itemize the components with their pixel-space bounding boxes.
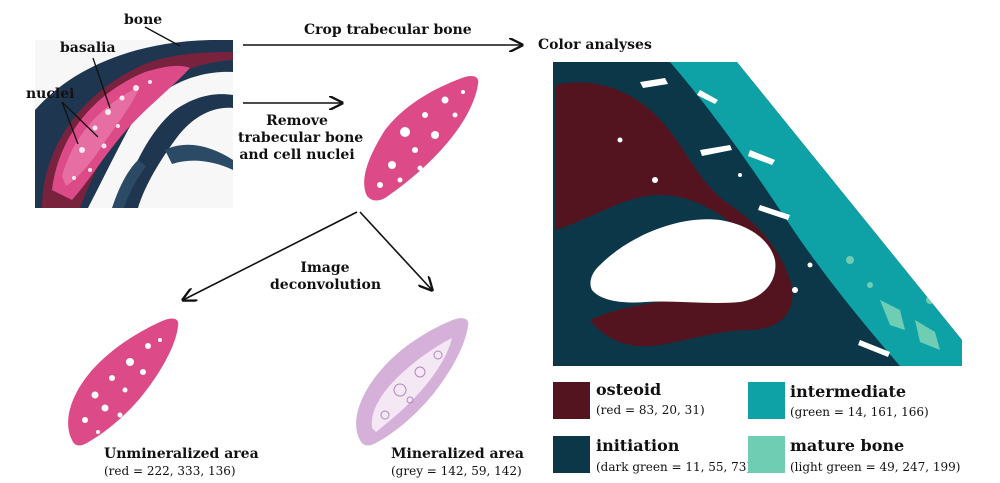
legend-swatch-osteoid (553, 382, 590, 419)
legend-value-mature-bone: (light green = 49, 247, 199) (790, 460, 961, 474)
label-deconvolution: Image deconvolution (270, 260, 382, 293)
isolated-cartilage (364, 76, 479, 201)
label-leaders (61, 26, 181, 145)
legend-swatch-intermediate (748, 382, 785, 419)
legend-name-initiation: initiation (596, 436, 680, 455)
label-mineralized-value: (grey = 142, 59, 142) (391, 464, 522, 478)
label-basalia: basalia (60, 40, 116, 56)
label-crop: Crop trabecular bone (304, 22, 472, 38)
label-unmineralized: Unmineralized area (104, 446, 259, 462)
label-remove: Remove trabecular bone and cell nuclei (238, 113, 364, 163)
legend-value-osteoid: (red = 83, 20, 31) (596, 403, 705, 417)
legend-value-intermediate: (green = 14, 161, 166) (790, 405, 929, 419)
label-color-analyses: Color analyses (538, 37, 652, 53)
label-unmineralized-value: (red = 222, 333, 136) (104, 464, 236, 478)
legend-swatch-mature-bone (748, 436, 785, 473)
histology-photo (35, 40, 233, 208)
color-analysis-map (553, 62, 962, 366)
unmineralized-image (68, 318, 179, 446)
legend-name-osteoid: osteoid (596, 380, 662, 399)
arrow-to-unmineralized (183, 211, 358, 300)
legend-value-initiation: (dark green = 11, 55, 73) (596, 460, 752, 474)
mineralized-image (356, 318, 469, 446)
flow-arrows (183, 45, 522, 300)
legend-name-mature-bone: mature bone (790, 436, 905, 455)
label-mineralized: Mineralized area (391, 446, 524, 462)
label-nuclei: nuclei (26, 86, 75, 102)
arrow-to-mineralized (359, 211, 432, 290)
legend-name-intermediate: intermediate (790, 382, 907, 401)
label-bone: bone (124, 12, 163, 28)
legend-swatch-initiation (553, 436, 590, 473)
